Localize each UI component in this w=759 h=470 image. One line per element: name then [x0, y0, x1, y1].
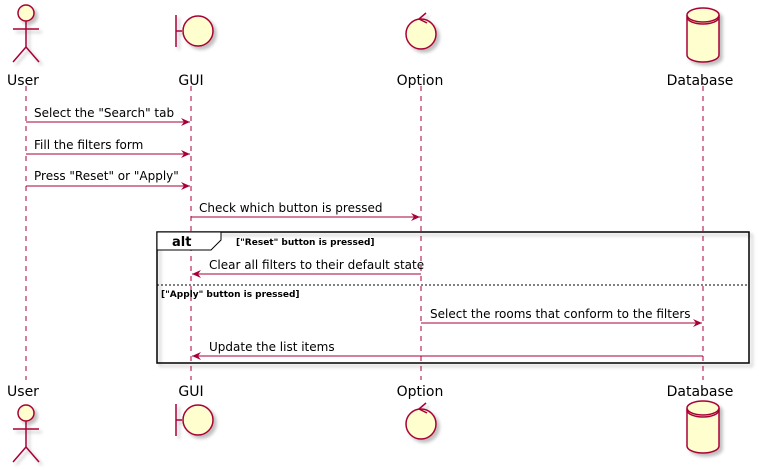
participant-user-top: User — [7, 4, 40, 89]
message-5-label: Clear all filters to their default state — [209, 258, 424, 272]
participant-user-label: User — [7, 73, 39, 89]
participant-option-label: Option — [397, 73, 444, 89]
message-6-label: Select the rooms that conform to the fil… — [430, 307, 691, 321]
control-icon — [405, 12, 437, 50]
message-5: Clear all filters to their default state — [192, 258, 424, 278]
alt-condition-reset: ["Reset" button is pressed] — [236, 238, 375, 248]
participant-option-label: Option — [397, 384, 444, 400]
participant-gui-label: GUI — [178, 384, 203, 400]
boundary-icon — [175, 404, 214, 436]
participant-database-label: Database — [667, 73, 734, 89]
alt-fragment: alt ["Reset" button is pressed] ["Apply"… — [156, 231, 750, 364]
control-icon — [405, 402, 437, 440]
participant-gui-top: GUI — [175, 15, 214, 89]
participant-option-bottom: Option — [397, 384, 444, 440]
message-2: Fill the filters form — [26, 138, 190, 158]
alt-condition-apply: ["Apply" button is pressed] — [161, 290, 300, 300]
participant-database-top: Database — [667, 7, 734, 89]
actor-icon — [12, 4, 40, 63]
message-1-label: Select the "Search" tab — [34, 106, 174, 120]
message-3-label: Press "Reset" or "Apply" — [34, 169, 179, 183]
message-4-label: Check which button is pressed — [199, 201, 382, 215]
participant-user-label: User — [7, 384, 39, 400]
message-2-label: Fill the filters form — [34, 138, 143, 152]
participant-gui-label: GUI — [178, 73, 203, 89]
participant-option-top: Option — [397, 12, 444, 89]
message-7-label: Update the list items — [209, 340, 335, 354]
boundary-icon — [175, 15, 214, 47]
participant-database-bottom: Database — [667, 384, 734, 454]
participant-gui-bottom: GUI — [175, 384, 214, 436]
message-4: Check which button is pressed — [191, 201, 420, 221]
participant-database-label: Database — [667, 384, 734, 400]
message-7: Update the list items — [192, 340, 703, 360]
actor-icon — [12, 404, 40, 463]
message-6: Select the rooms that conform to the fil… — [421, 307, 702, 327]
alt-keyword: alt — [172, 235, 191, 250]
message-1: Select the "Search" tab — [26, 106, 190, 126]
message-3: Press "Reset" or "Apply" — [26, 169, 190, 190]
database-icon — [686, 7, 720, 63]
database-icon — [686, 400, 720, 454]
participant-user-bottom: User — [7, 384, 40, 463]
